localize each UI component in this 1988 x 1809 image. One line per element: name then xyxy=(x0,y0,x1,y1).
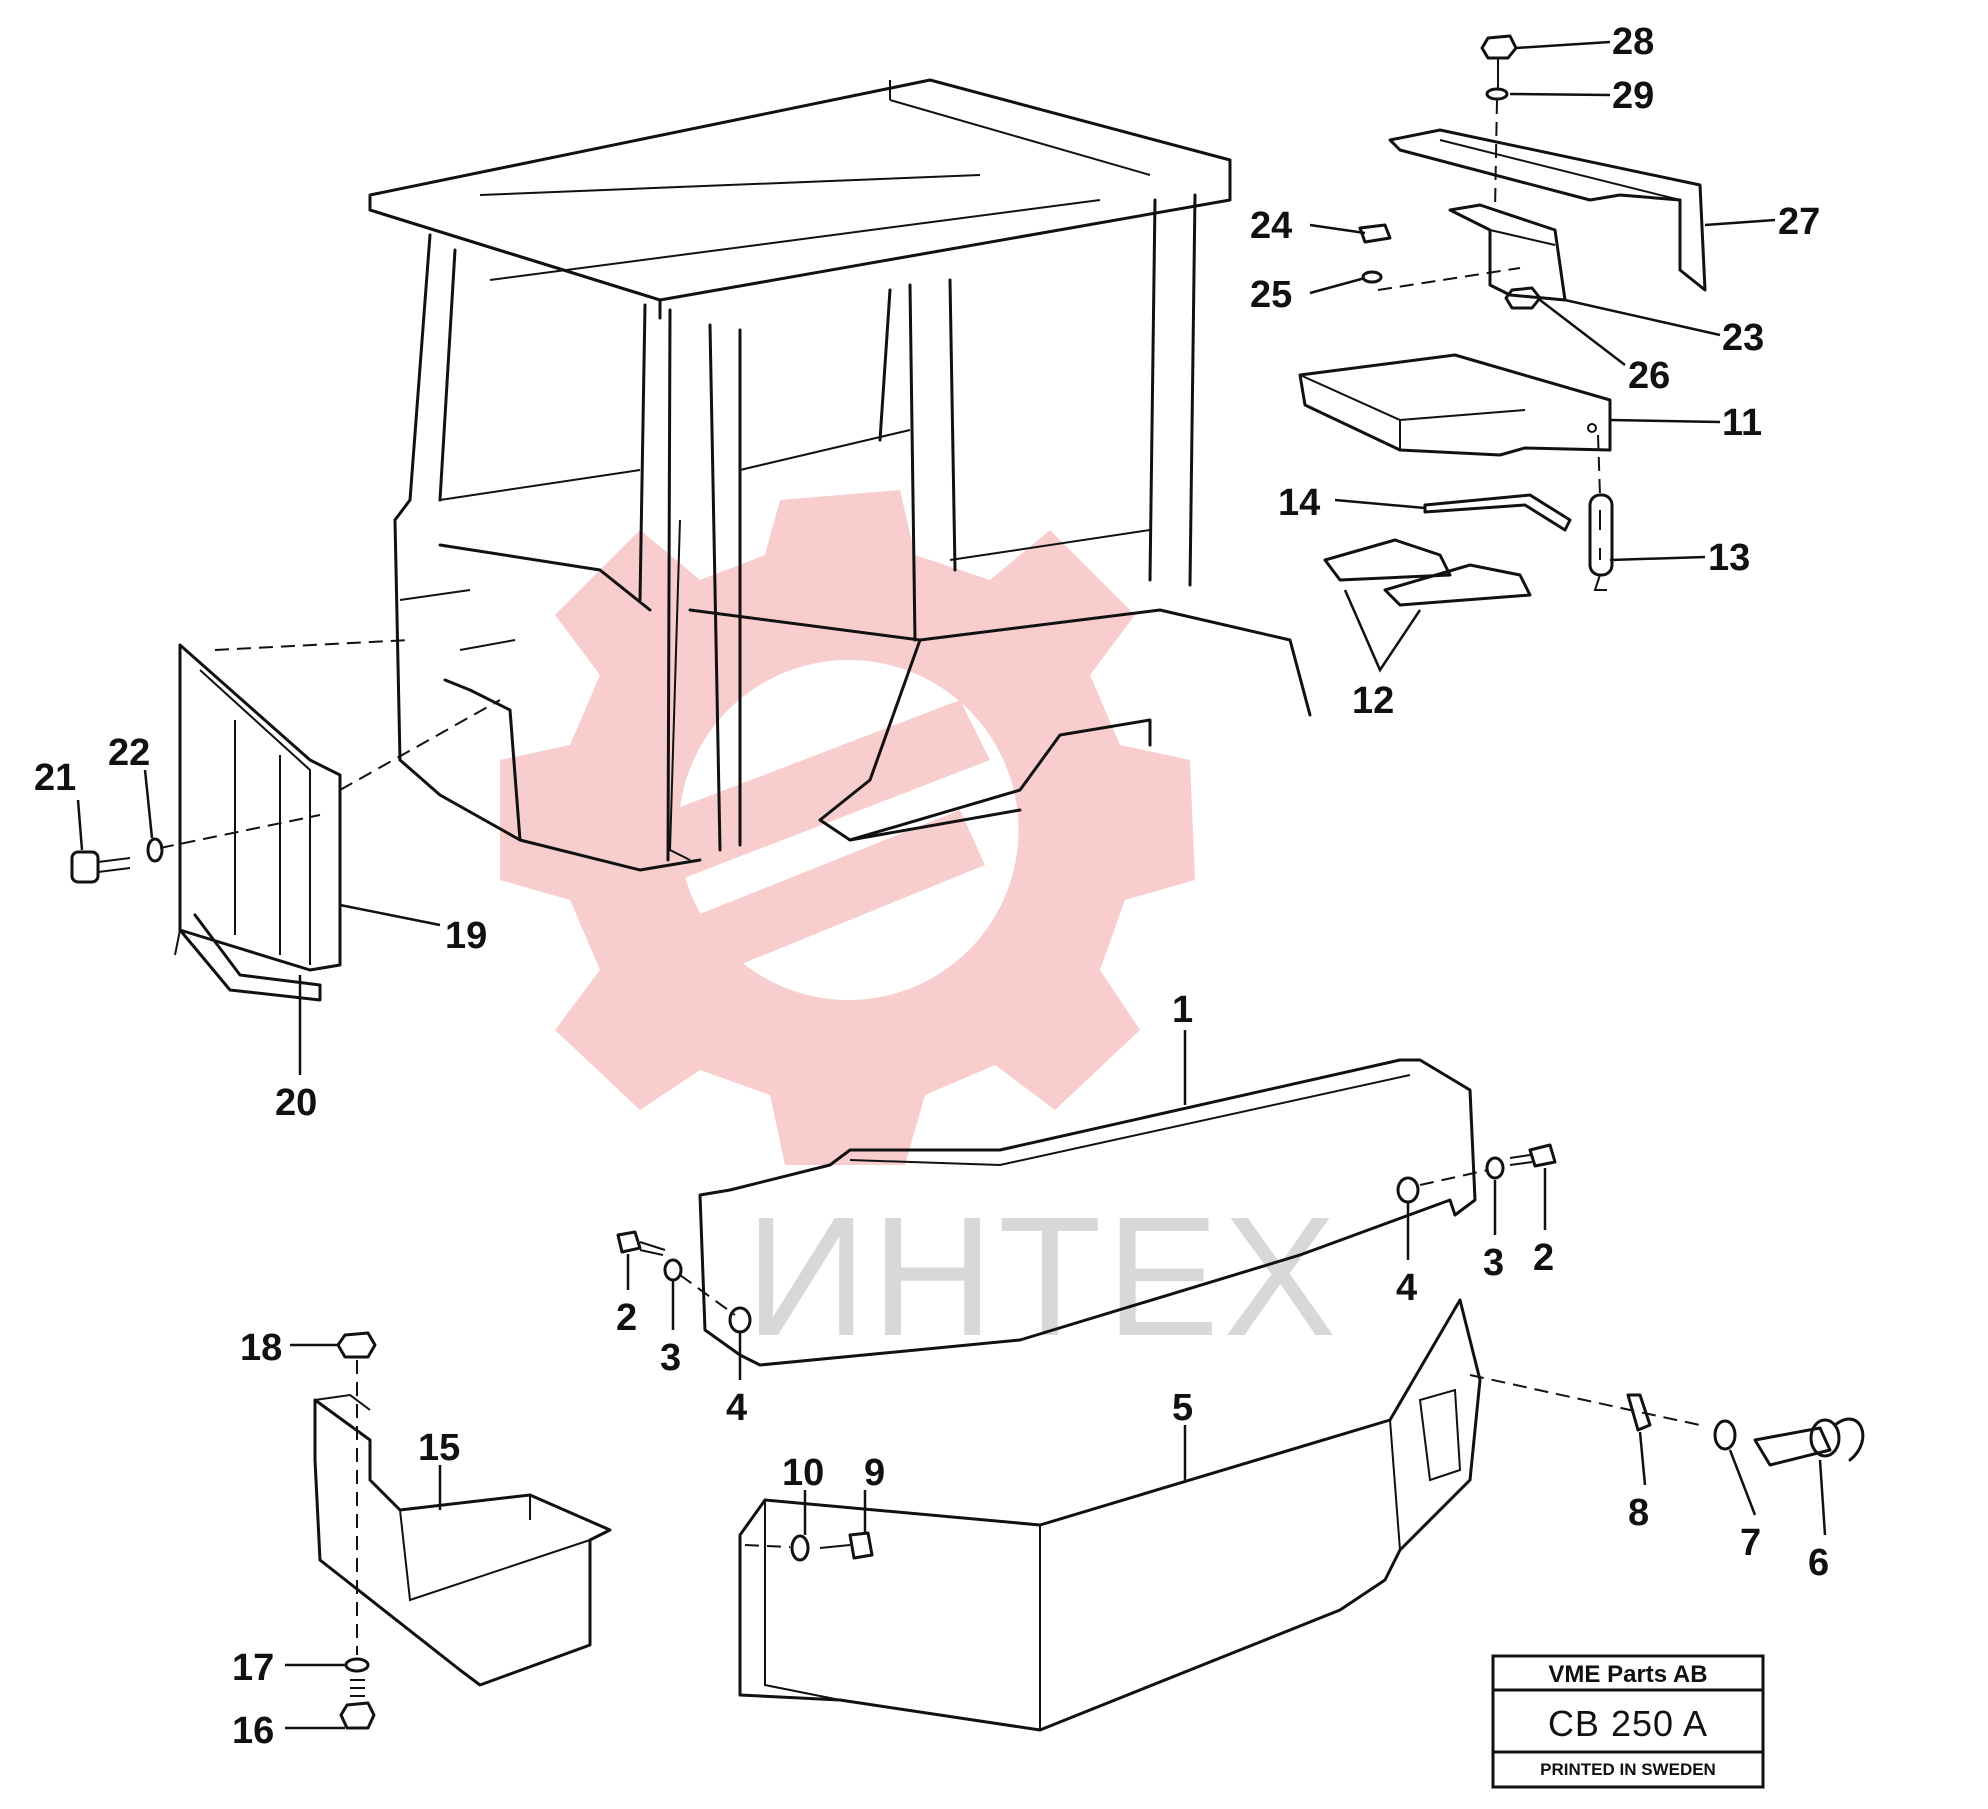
callout-12: 12 xyxy=(1352,680,1394,722)
callout-24: 24 xyxy=(1250,205,1292,247)
callout-16: 16 xyxy=(232,1710,274,1752)
rod-14 xyxy=(1423,493,1572,532)
clip-8 xyxy=(1626,1393,1652,1432)
nut-9 xyxy=(819,1531,874,1560)
callout-29: 29 xyxy=(1612,75,1654,117)
callout-11: 11 xyxy=(1722,402,1762,444)
bracket-27 xyxy=(1388,128,1707,292)
callout-2-left: 2 xyxy=(616,1297,637,1339)
bracket-15 xyxy=(313,1393,612,1687)
leader-dash xyxy=(1377,267,1521,291)
callout-20: 20 xyxy=(275,1082,317,1124)
callout-3-right: 3 xyxy=(1483,1242,1504,1284)
callout-3-left: 3 xyxy=(660,1337,681,1379)
cover-panel-1 xyxy=(698,1058,1477,1367)
cab-assembly xyxy=(368,78,1312,872)
callout-26: 26 xyxy=(1628,355,1670,397)
callout-21: 21 xyxy=(34,757,76,799)
washer-7 xyxy=(1713,1419,1737,1451)
watermark-text: ИНТЕХ xyxy=(745,1182,1341,1372)
callout-6: 6 xyxy=(1808,1542,1829,1584)
callout-9: 9 xyxy=(864,1452,885,1494)
title-block: VME Parts AB CB 250 A PRINTED IN SWEDEN xyxy=(1491,1654,1765,1789)
spacer-4-right xyxy=(1396,1176,1420,1204)
bolt-2-left xyxy=(616,1230,666,1256)
leader-dash xyxy=(1494,99,1498,211)
callout-7: 7 xyxy=(1740,1522,1761,1564)
callout-17: 17 xyxy=(232,1647,274,1689)
callout-14: 14 xyxy=(1278,482,1320,524)
leader-lines xyxy=(76,40,1827,1730)
leader-dash xyxy=(339,699,501,791)
callout-4-left: 4 xyxy=(726,1387,747,1429)
pads-12 xyxy=(1323,538,1532,607)
leader-dash xyxy=(1419,1169,1489,1186)
callout-25: 25 xyxy=(1250,274,1292,316)
callout-1: 1 xyxy=(1172,989,1193,1031)
washer-17 xyxy=(344,1657,370,1673)
callout-22: 22 xyxy=(108,732,150,774)
bolt-28 xyxy=(1480,34,1518,90)
washer-29 xyxy=(1485,87,1509,101)
callout-10: 10 xyxy=(782,1452,824,1494)
pin-6 xyxy=(1753,1417,1865,1467)
callout-4-right: 4 xyxy=(1396,1267,1417,1309)
spacer-10 xyxy=(790,1534,810,1562)
callout-28: 28 xyxy=(1612,21,1654,63)
bolt-21 xyxy=(70,850,131,884)
callout-15: 15 xyxy=(418,1427,460,1469)
callout-19: 19 xyxy=(445,915,487,957)
leader-dash xyxy=(214,639,411,651)
washer-22 xyxy=(146,837,164,863)
callout-5: 5 xyxy=(1172,1387,1193,1429)
title-block-printed: PRINTED IN SWEDEN xyxy=(1540,1760,1716,1779)
title-block-code: CB 250 A xyxy=(1548,1703,1708,1744)
nut-18 xyxy=(336,1331,377,1359)
leader-dash xyxy=(1469,1374,1701,1426)
bolt-2-right xyxy=(1509,1143,1557,1168)
title-block-company: VME Parts AB xyxy=(1548,1661,1707,1688)
leader-dash xyxy=(159,814,321,849)
cover-panel-5 xyxy=(738,1298,1482,1732)
washer-3-right xyxy=(1485,1156,1505,1180)
washer-3-left xyxy=(663,1258,683,1282)
callout-2-right: 2 xyxy=(1533,1237,1554,1279)
leader-dash xyxy=(679,1274,736,1316)
bolt-16 xyxy=(339,1679,376,1730)
cushion-11 xyxy=(1298,353,1612,457)
watermark-gear-logo xyxy=(500,490,1195,1165)
callout-13: 13 xyxy=(1708,537,1750,579)
leader-dash xyxy=(744,1544,791,1548)
latch-13 xyxy=(1588,434,1614,591)
callout-8: 8 xyxy=(1628,1492,1649,1534)
bracket-23 xyxy=(1448,203,1567,302)
washer-25 xyxy=(1361,270,1383,284)
callout-labels: 28 29 27 24 25 23 26 11 14 13 12 21 22 1… xyxy=(34,21,1829,1752)
callout-23: 23 xyxy=(1722,317,1764,359)
callout-18: 18 xyxy=(240,1327,282,1369)
side-panel-19 xyxy=(174,643,342,1002)
bolt-24 xyxy=(1358,223,1392,244)
callout-27: 27 xyxy=(1778,201,1820,243)
nut-26 xyxy=(1504,286,1542,310)
